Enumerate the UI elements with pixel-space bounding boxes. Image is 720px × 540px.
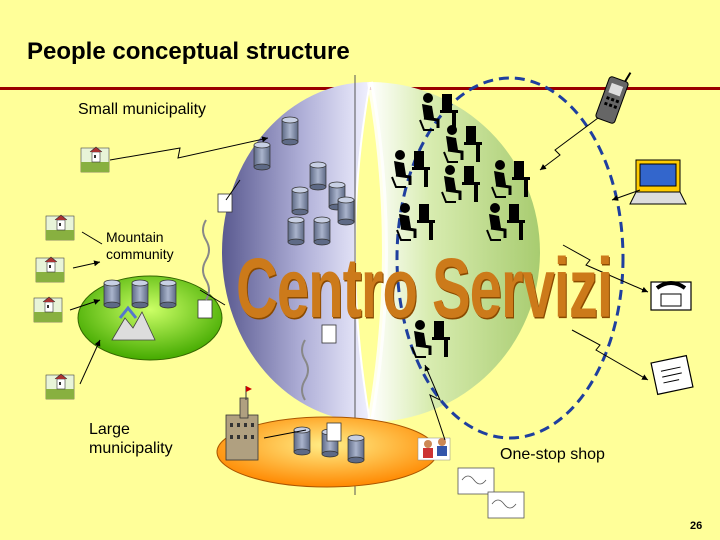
large-municipality-label: Large municipality (89, 421, 173, 457)
mountain-community-label: Mountain community (106, 229, 174, 262)
one-stop-shop-label: One-stop shop (500, 446, 605, 463)
chain-link-icon (202, 219, 309, 401)
handshake-icons (457, 467, 525, 519)
one-stop-shop-oval (395, 76, 625, 440)
centro-servizi-label: Centro Servizi (236, 241, 613, 336)
house-icons (33, 146, 110, 400)
people-icon (417, 437, 451, 461)
small-municipality-label: Small municipality (78, 101, 207, 118)
page-number: 26 (690, 520, 703, 532)
castle-icon (225, 386, 259, 461)
lightning-link-icons (69, 117, 649, 441)
mountain-databases (103, 279, 177, 309)
telephone-icon (650, 281, 692, 311)
mountain-icon (111, 311, 156, 341)
slide-title: People conceptual structure (27, 38, 350, 65)
letter-icon (650, 354, 694, 396)
mobile-phone-icon (595, 72, 632, 124)
server-icon (197, 193, 342, 442)
laptop-icon (629, 159, 687, 205)
